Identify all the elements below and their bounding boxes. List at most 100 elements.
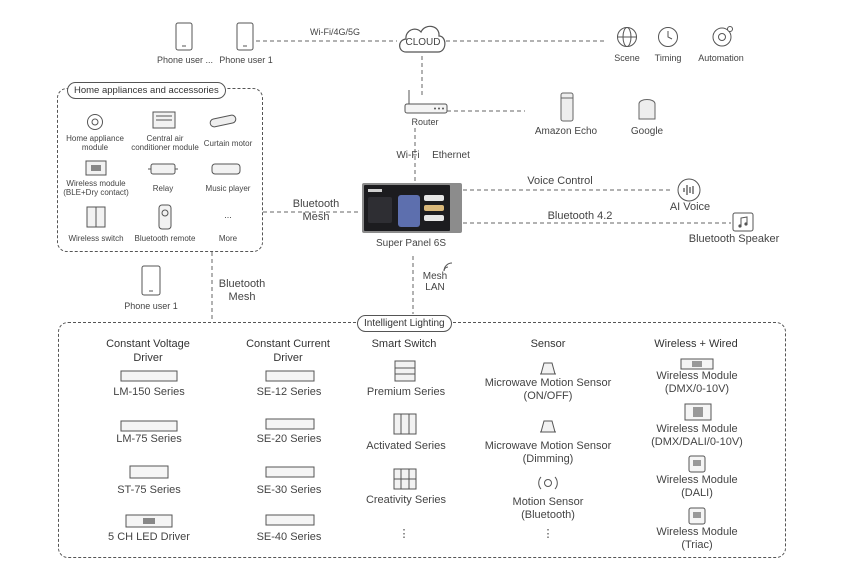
home-item-label: Bluetooth remote: [134, 234, 196, 243]
automation-icon: [712, 26, 733, 47]
bluetooth-speaker-label: Bluetooth Speaker: [688, 233, 780, 245]
home-item-label: Wireless module(BLE+Dry contact): [63, 179, 129, 197]
router-label: Router: [411, 117, 439, 127]
led-driver-icon: [265, 466, 315, 478]
product-label: Microwave Motion Sensor(ON/OFF): [484, 377, 612, 402]
bluetooth-4-2-label: Bluetooth 4.2: [547, 210, 613, 222]
wifi-4g-5g-label: Wi-Fi/4G/5G: [309, 27, 360, 37]
column-header: Sensor: [530, 338, 566, 350]
led-driver-icon: [129, 465, 169, 479]
smart-switch-icon: [393, 413, 417, 435]
wireless-module-icon: [688, 507, 706, 525]
wireless-switch-icon: [86, 206, 106, 228]
bluetooth-remote-icon: [158, 204, 172, 230]
wifi-label: Wi-Fi: [396, 150, 420, 161]
product-label: Creativity Series: [365, 494, 447, 506]
curtain-motor-icon: [209, 114, 237, 128]
music-player-icon: [211, 163, 241, 175]
product-label: Wireless Module(DALI): [656, 474, 738, 499]
product-label: SE-40 Series: [256, 531, 322, 543]
smart-switch-icon: [393, 468, 417, 490]
home-appliances-title: Home appliances and accessories: [67, 82, 226, 99]
ethernet-label: Ethernet: [432, 150, 470, 161]
home-item-label: Wireless switch: [68, 234, 124, 243]
product-label: Wireless Module(Triac): [656, 526, 738, 551]
motion-sensor-icon: [540, 420, 556, 433]
timing-label: Timing: [654, 53, 682, 63]
panel-screen: [364, 185, 450, 231]
google-home-icon: [638, 99, 656, 120]
product-label: LM-150 Series: [113, 386, 185, 398]
column-header: Smart Switch: [371, 338, 437, 350]
product-label: SE-12 Series: [256, 386, 322, 398]
home-item-label: More: [218, 234, 238, 243]
led-driver-icon: [265, 514, 315, 526]
bluetooth-speaker-icon: [732, 212, 754, 232]
air-conditioner-icon: [152, 111, 176, 129]
product-label: 5 CH LED Driver: [108, 531, 190, 543]
clock-icon: [658, 27, 678, 47]
product-label: ST-75 Series: [117, 484, 181, 496]
product-label: Wireless Module(DMX/0-10V): [656, 370, 738, 395]
amazon-echo-icon: [560, 92, 574, 122]
appliance-module-icon: [87, 114, 103, 130]
led-driver-icon: [265, 370, 315, 382]
more-dots: ...: [224, 210, 232, 220]
voice-control-label: Voice Control: [527, 175, 593, 187]
globe-icon: [617, 27, 637, 47]
product-label: Activated Series: [366, 440, 446, 452]
led-driver-icon: [120, 370, 178, 382]
product-label: Premium Series: [366, 386, 446, 398]
product-label: LM-75 Series: [116, 433, 182, 445]
cloud-label: CLOUD: [405, 37, 441, 48]
product-label: SE-20 Series: [256, 433, 322, 445]
home-item-label: Music player: [205, 184, 251, 193]
motion-sensor-icon: [540, 362, 556, 375]
wifi-signal-icon: [443, 262, 453, 272]
cloud-icon: [399, 25, 446, 53]
product-label: Motion Sensor(Bluetooth): [512, 496, 584, 521]
product-label: Wireless Module(DMX/DALI/0-10V): [651, 423, 743, 448]
product-label: SE-30 Series: [256, 484, 322, 496]
home-item-label: Curtain motor: [203, 139, 253, 148]
wireless-module-icon: [684, 403, 712, 421]
phone-user-label: Phone user 1: [124, 301, 178, 311]
phone-icon: [141, 265, 161, 296]
phone-icon: [236, 22, 254, 51]
product-label: Microwave Motion Sensor(Dimming): [484, 440, 612, 465]
relay-icon: [148, 163, 178, 175]
led-driver-icon: [265, 418, 315, 430]
automation-label: Automation: [698, 53, 744, 63]
wireless-module-icon: [680, 358, 714, 370]
wireless-module-icon: [688, 455, 706, 473]
led-driver-icon: [120, 420, 178, 432]
amazon-echo-label: Amazon Echo: [534, 126, 598, 137]
router-icon: [404, 90, 448, 114]
phone-user-label: Phone user ...: [156, 55, 214, 65]
scene-label: Scene: [614, 53, 640, 63]
led-driver-icon: [125, 514, 173, 528]
home-item-label: Relay: [152, 184, 174, 193]
smart-switch-icon: [394, 360, 416, 382]
more-dots: ⋮: [398, 528, 410, 540]
wireless-module-icon: [85, 160, 107, 176]
super-panel-device: [362, 183, 462, 233]
more-dots: ⋮: [542, 528, 554, 540]
google-label: Google: [630, 126, 664, 137]
phone-icon: [175, 22, 193, 51]
intelligent-lighting-title: Intelligent Lighting: [357, 315, 452, 332]
phone-user-label: Phone user 1: [219, 55, 273, 65]
ai-voice-label: AI Voice: [669, 201, 711, 213]
column-header: Wireless + Wired: [654, 338, 738, 350]
bluetooth-motion-sensor-icon: [538, 476, 558, 490]
super-panel-label: Super Panel 6S: [375, 238, 447, 249]
ai-voice-icon: [677, 178, 701, 202]
